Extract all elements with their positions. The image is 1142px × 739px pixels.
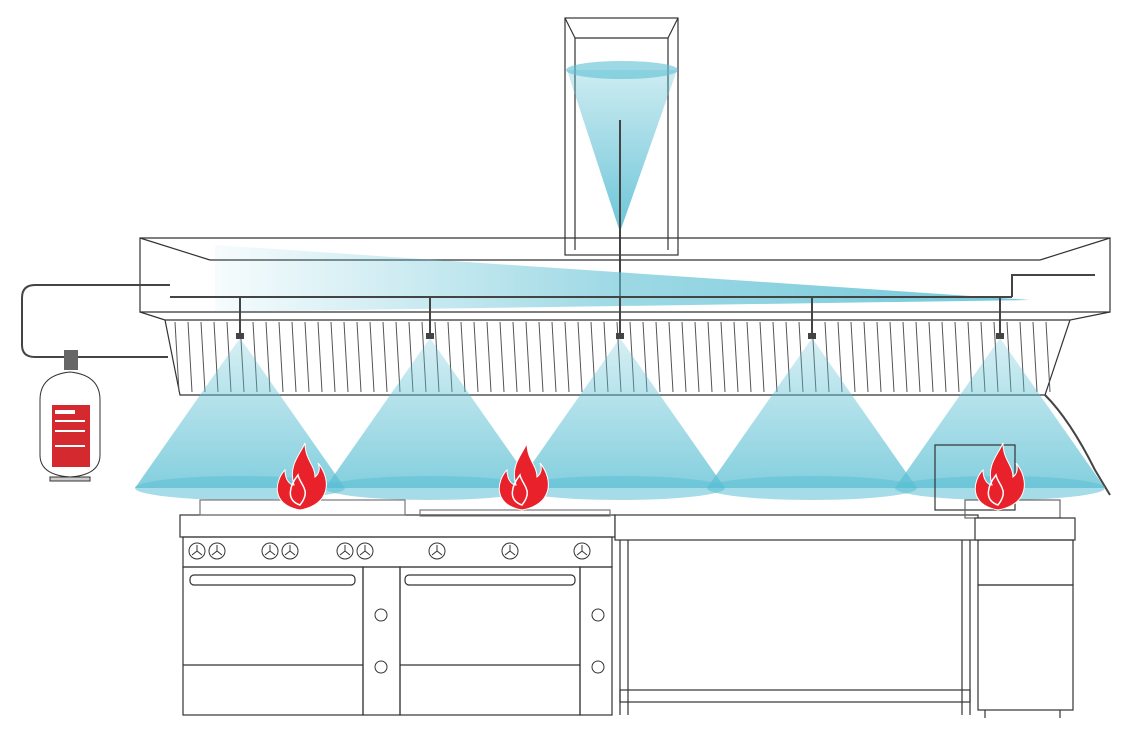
- filter-slat: [174, 321, 180, 393]
- filter-slat: [577, 321, 583, 393]
- control-icon: [374, 660, 388, 674]
- agent-cylinder: [39, 350, 101, 482]
- filter-slat: [369, 321, 375, 393]
- spray-cone: [135, 338, 345, 488]
- filter-slat: [720, 321, 726, 393]
- filter-slat: [850, 321, 856, 393]
- filter-slat: [1032, 321, 1038, 393]
- spray-base: [515, 476, 725, 500]
- filter-slat: [512, 321, 518, 393]
- filter-slat: [356, 321, 362, 393]
- filter-slat: [291, 321, 297, 393]
- flame-icon: [276, 442, 327, 511]
- filter-slat: [694, 321, 700, 393]
- spray-cone: [707, 338, 917, 488]
- filter-slat: [759, 321, 765, 393]
- nozzle-icon: [996, 333, 1004, 339]
- filter-slat: [499, 321, 505, 393]
- hood-plenum-spray: [215, 245, 1030, 312]
- filter-slat: [954, 321, 960, 393]
- work-table: [614, 514, 979, 715]
- range-knobs: [188, 542, 605, 674]
- filter-slat: [343, 321, 349, 393]
- filter-slat: [278, 321, 284, 393]
- filter-slat: [473, 321, 479, 393]
- filter-slat: [382, 321, 388, 393]
- range: [179, 499, 616, 716]
- filter-slat: [655, 321, 661, 393]
- filter-slat: [941, 321, 947, 393]
- spray-base: [325, 476, 535, 500]
- filter-slat: [889, 321, 895, 393]
- filter-slat: [395, 321, 401, 393]
- nozzles: [236, 297, 1004, 339]
- filter-slat: [863, 321, 869, 393]
- filter-slat: [187, 321, 193, 393]
- filter-slat: [330, 321, 336, 393]
- spray-cone: [515, 338, 725, 488]
- nozzle-icon: [426, 333, 434, 339]
- nozzle-icon: [616, 333, 624, 339]
- filter-slat: [876, 321, 882, 393]
- flame-icon: [974, 442, 1025, 511]
- flames: [276, 442, 1025, 511]
- filter-slat: [902, 321, 908, 393]
- flame-icon: [498, 442, 549, 511]
- nozzle-icon: [236, 333, 244, 339]
- filter-slat: [707, 321, 713, 393]
- fryer: [934, 444, 1076, 718]
- duct-spray-cone: [567, 70, 677, 232]
- filter-slat: [551, 321, 557, 393]
- filter-slat: [525, 321, 531, 393]
- filter-slat: [746, 321, 752, 393]
- filter-slat: [200, 321, 206, 393]
- filter-slat: [733, 321, 739, 393]
- filter-slat: [772, 321, 778, 393]
- control-icon: [591, 660, 605, 674]
- cylinder-label: [52, 405, 90, 467]
- filter-slat: [304, 321, 310, 393]
- filter-slat: [915, 321, 921, 393]
- filter-slat: [668, 321, 674, 393]
- grease-filters: [174, 321, 1051, 393]
- filter-slat: [681, 321, 687, 393]
- filter-slat: [564, 321, 570, 393]
- filter-slat: [460, 321, 466, 393]
- spray-cone: [895, 338, 1105, 488]
- duct-spray-base: [566, 61, 678, 79]
- filter-slat: [538, 321, 544, 393]
- filter-slat: [1045, 321, 1051, 393]
- filter-slat: [317, 321, 323, 393]
- control-icon: [591, 608, 605, 622]
- spray-cone: [325, 338, 535, 488]
- nozzle-icon: [808, 333, 816, 339]
- filter-slat: [928, 321, 934, 393]
- filter-slat: [486, 321, 492, 393]
- distribution-pipe: [21, 274, 1111, 496]
- spray-base: [707, 476, 917, 500]
- spray-cones: [135, 338, 1105, 500]
- control-icon: [374, 608, 388, 622]
